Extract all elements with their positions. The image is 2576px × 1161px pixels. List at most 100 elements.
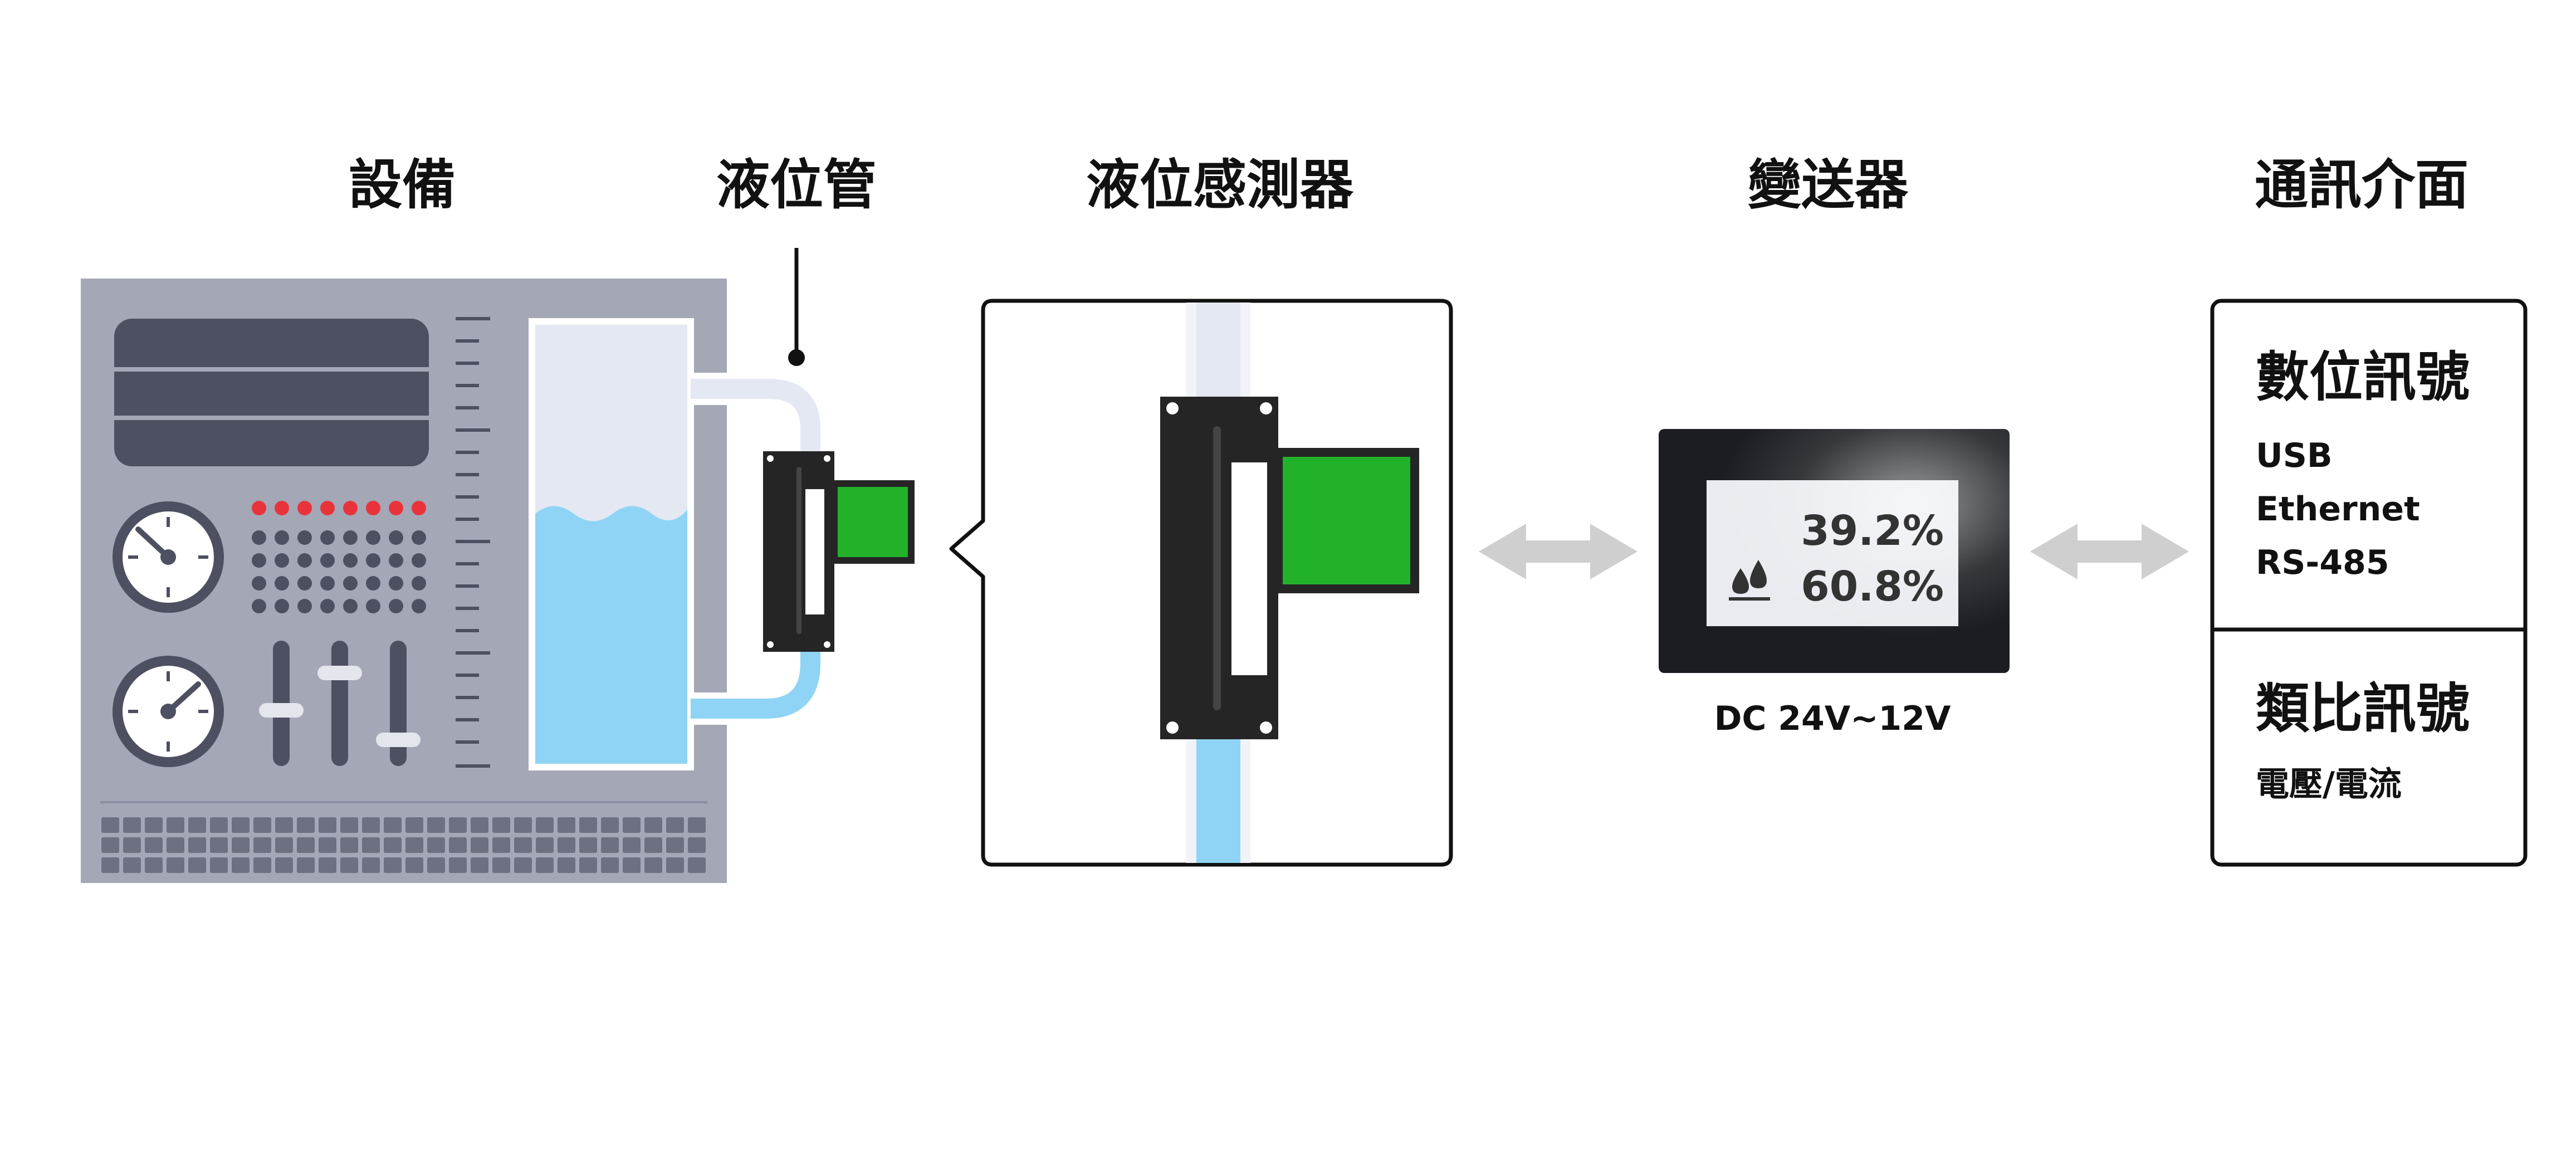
vent-slot	[514, 817, 532, 833]
vent-slot	[644, 837, 662, 853]
vent-slot	[145, 837, 163, 853]
vent-slot	[297, 817, 315, 833]
analog-signal-title: 類比訊號	[2256, 677, 2470, 740]
vent-slot	[405, 857, 423, 873]
vent-slot	[188, 857, 206, 873]
tube-callout-dot	[788, 349, 805, 366]
vent-slot	[601, 857, 619, 873]
vent-slot	[188, 817, 206, 833]
vent-slot	[275, 817, 293, 833]
transmitter-reading-2: 60.8%	[1801, 563, 1944, 611]
vent-slot	[688, 817, 706, 833]
vent-slot	[601, 837, 619, 853]
vent-slot	[319, 817, 336, 833]
vent-slot	[253, 837, 271, 853]
vent-slot	[297, 837, 315, 853]
status-leds	[252, 501, 426, 515]
digital-item-rs485: RS-485	[2256, 543, 2389, 582]
vent-slot	[623, 837, 641, 853]
vent-slot	[101, 857, 119, 873]
vent-slot	[405, 817, 423, 833]
vent-slot	[449, 817, 467, 833]
gauge-top-icon	[113, 501, 224, 613]
vent-slot	[253, 817, 271, 833]
double-arrow-right-icon	[2030, 524, 2189, 579]
vent-slot	[101, 817, 119, 833]
double-arrow-left-icon	[1479, 524, 1638, 579]
vent-slot	[688, 837, 706, 853]
vent-slot	[167, 817, 184, 833]
vent-slot	[644, 817, 662, 833]
equipment-screen	[114, 319, 429, 466]
vent-slot	[492, 837, 510, 853]
vent-slot	[601, 817, 619, 833]
gauge-bottom-icon	[113, 656, 224, 767]
vent-slot	[688, 857, 706, 873]
vent-slot	[471, 837, 488, 853]
transmitter-reading-1: 39.2%	[1801, 507, 1944, 555]
vent-slot	[384, 837, 402, 853]
vent-grid	[101, 817, 706, 873]
vent-slot	[123, 857, 141, 873]
vent-slot	[340, 817, 358, 833]
vent-slot	[167, 857, 184, 873]
vent-slot	[210, 817, 228, 833]
vent-slot	[275, 837, 293, 853]
vent-slot	[427, 817, 445, 833]
vent-slot	[210, 857, 228, 873]
vent-slot	[210, 837, 228, 853]
vent-slot	[123, 817, 141, 833]
vent-slot	[253, 857, 271, 873]
comm-interface-box: 數位訊號 USB Ethernet RS-485 類比訊號 電壓/電流	[2210, 299, 2528, 867]
label-transmitter: 變送器	[1748, 154, 1909, 216]
vent-slot	[275, 857, 293, 873]
transmitter-device: 39.2% 60.8%	[1659, 429, 2010, 673]
vent-slot	[384, 857, 402, 873]
vent-slot	[449, 857, 467, 873]
vent-slot	[536, 817, 554, 833]
label-level-tube: 液位管	[716, 154, 877, 216]
digital-signal-title: 數位訊號	[2256, 346, 2470, 408]
sensor-indicator	[1274, 448, 1419, 593]
vent-slot	[319, 857, 336, 873]
tube-sensor-icon	[763, 451, 915, 652]
vent-slot	[579, 857, 597, 873]
vent-slot	[362, 837, 380, 853]
vent-slot	[666, 817, 684, 833]
vent-slot	[558, 837, 575, 853]
label-equipment: 設備	[349, 154, 456, 216]
level-sensor-detail	[949, 299, 1453, 867]
vent-slot	[427, 857, 445, 873]
vent-slot	[232, 817, 250, 833]
vent-slot	[536, 837, 554, 853]
vent-slot	[558, 857, 575, 873]
vent-slot	[297, 857, 315, 873]
equipment-panel	[81, 279, 727, 883]
liquid-tank	[529, 318, 694, 770]
vent-slot	[449, 837, 467, 853]
vent-slot	[340, 837, 358, 853]
vent-slot	[492, 817, 510, 833]
vent-slot	[558, 817, 575, 833]
vent-slot	[340, 857, 358, 873]
vent-slot	[232, 857, 250, 873]
label-comm-interface: 通訊介面	[2255, 154, 2469, 216]
vent-slot	[188, 837, 206, 853]
vent-slot	[514, 857, 532, 873]
vent-slot	[579, 837, 597, 853]
analog-item-voltage-current: 電壓/電流	[2256, 765, 2402, 804]
digital-item-ethernet: Ethernet	[2256, 490, 2420, 529]
vent-slot	[384, 817, 402, 833]
vent-slot	[319, 837, 336, 853]
vent-slot	[427, 837, 445, 853]
vent-slot	[471, 817, 488, 833]
vent-slot	[101, 837, 119, 853]
vent-slot	[362, 817, 380, 833]
transmitter-power: DC 24V~12V	[1714, 699, 1951, 738]
equipment-scale	[456, 317, 490, 768]
vent-slot	[123, 837, 141, 853]
vent-slot	[362, 857, 380, 873]
speaker-grid	[252, 530, 426, 613]
vent-slot	[666, 837, 684, 853]
vent-slot	[167, 837, 184, 853]
